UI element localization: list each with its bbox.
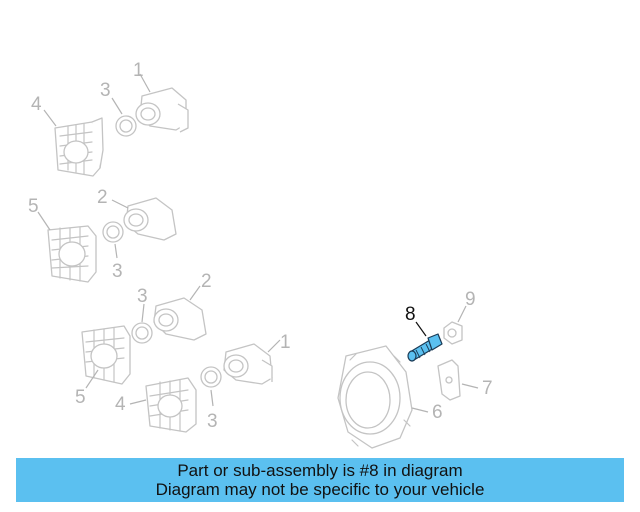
bracket-5-mid: [47, 225, 97, 283]
lamp-housing-6: [337, 345, 413, 449]
bolt-8-highlighted: [407, 333, 443, 362]
callout-3-low: 3: [137, 286, 148, 307]
callout-9: 9: [465, 289, 476, 310]
callout-labels: 1 3 4 2 5 3 3 2 5 1 4 3 8 9 7 6: [28, 60, 493, 432]
callout-5-low: 5: [75, 387, 86, 408]
callout-2-low: 2: [201, 271, 212, 292]
bracket-5-low: [81, 325, 131, 385]
bracket-4-top: [54, 117, 104, 177]
ring-3-mid: [102, 221, 124, 243]
sensor-1-top: [135, 87, 189, 133]
banner-line-disclaimer: Diagram may not be specific to your vehi…: [155, 480, 485, 499]
ring-3-low: [131, 322, 153, 344]
callout-1-top: 1: [133, 60, 144, 81]
ring-3-bottom: [200, 366, 222, 388]
callout-5-mid: 5: [28, 196, 39, 217]
callout-6: 6: [432, 402, 443, 423]
callout-4-bottom: 4: [115, 394, 126, 415]
bracket-4-bottom: [145, 377, 197, 433]
clip-9: [443, 321, 463, 345]
ring-3-top: [115, 115, 137, 137]
callout-3-bottom: 3: [207, 411, 218, 432]
callout-4-top: 4: [31, 94, 42, 115]
callout-3-mid: 3: [112, 261, 123, 282]
callout-7: 7: [482, 378, 493, 399]
callout-2-mid: 2: [97, 187, 108, 208]
bracket-7: [437, 359, 461, 401]
banner-line-part-number: Part or sub-assembly is #8 in diagram: [177, 461, 463, 480]
info-banner: Part or sub-assembly is #8 in diagram Di…: [16, 458, 624, 502]
sensor-2-mid: [123, 197, 177, 241]
sensor-1-bottom: [223, 343, 273, 385]
callout-3-top: 3: [100, 80, 111, 101]
sensor-2-low: [153, 297, 207, 341]
leader-lines: [37, 73, 479, 413]
callout-8-highlighted: 8: [405, 304, 416, 325]
callout-1-bottom: 1: [280, 332, 291, 353]
